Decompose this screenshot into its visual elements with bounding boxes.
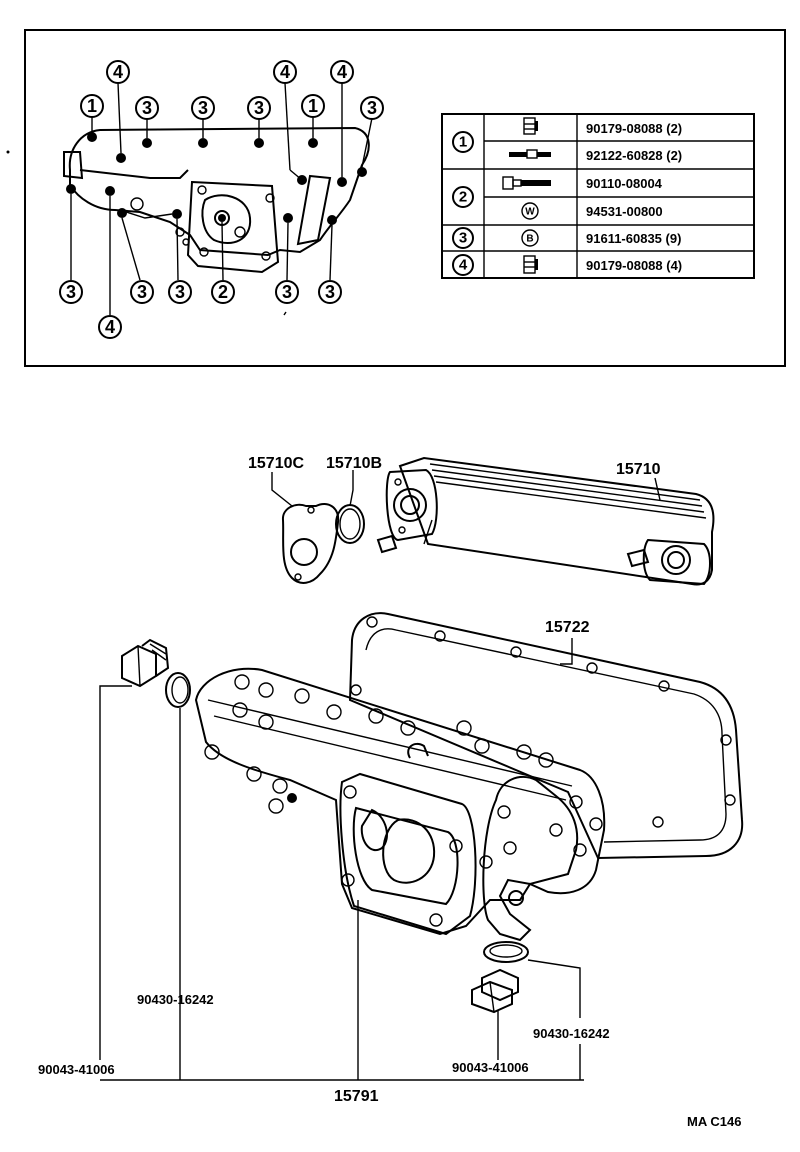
svg-text:3: 3 [142,98,152,118]
callout-1: 1 [301,94,325,118]
legend-part: 90179-08088 (2) [586,121,682,136]
callout-3: 3 [318,280,342,304]
part-leaders [99,470,661,1081]
legend-part: 92122-60828 (2) [586,148,682,163]
svg-text:3: 3 [137,282,147,302]
svg-text:3: 3 [325,282,335,302]
callout-3: 3 [191,96,215,120]
svg-text:4: 4 [105,317,115,337]
legend-ref-3: 3 [452,227,474,249]
svg-text:3: 3 [367,98,377,118]
svg-text:3: 3 [198,98,208,118]
svg-text:2: 2 [459,189,467,206]
callout-3: 3 [275,280,299,304]
bolt-holes [66,132,367,225]
callout-3: 3 [59,280,83,304]
bolt-b-icon: B [521,229,539,247]
callout-4: 4 [106,60,130,84]
flange-bolt-icon [523,117,538,135]
legend-ref-2: 2 [452,186,474,208]
callout-4: 4 [98,315,122,339]
part-labels: 15710C 15710B 15710 15722 90430-16242 90… [38,455,741,1129]
callout-3: 3 [135,96,159,120]
part-label-15710c: 15710C [248,455,304,472]
svg-text:W: W [525,207,535,218]
callout-2: 2 [211,280,235,304]
svg-text:2: 2 [218,282,228,302]
legend-part: 94531-00800 [586,204,663,219]
svg-text:4: 4 [113,62,123,82]
legend-ref-1: 1 [452,131,474,153]
part-label-15710: 15710 [616,461,661,478]
svg-text:3: 3 [254,98,264,118]
oring-15710b [335,504,365,544]
washer-icon: W [521,202,539,220]
stud-bolt-icon [509,149,551,159]
hex-bolt-icon [502,176,551,190]
svg-text:1: 1 [87,96,97,116]
bolt-layout-panel [24,29,786,367]
flange-bolt-icon [523,255,538,274]
callout-1: 1 [80,94,104,118]
drain-plug-right [471,968,519,1014]
callout-leaders [70,82,373,315]
part-label-15791: 15791 [334,1088,379,1105]
callout-4: 4 [273,60,297,84]
svg-text:4: 4 [337,62,347,82]
cover-15791 [194,667,606,942]
legend-ref-4: 4 [452,254,474,276]
svg-text:B: B [526,234,533,245]
oil-cooler-15710 [376,456,715,586]
callout-3: 3 [360,96,384,120]
legend-part: 90179-08088 (4) [586,258,682,273]
svg-text:3: 3 [175,282,185,302]
drain-plug-left [121,638,170,688]
callout-3: 3 [247,96,271,120]
svg-text:1: 1 [459,134,467,151]
part-label-15722: 15722 [545,619,590,636]
washer-left [165,672,191,708]
svg-text:4: 4 [459,257,468,274]
part-label-90043-right: 90043-41006 [452,1060,529,1075]
housing-outline-inset [63,126,370,274]
callout-3: 3 [168,280,192,304]
svg-text:4: 4 [280,62,290,82]
callout-3: 3 [130,280,154,304]
svg-text:3: 3 [459,230,467,247]
legend-part: 91611-60835 (9) [586,231,681,246]
svg-text:3: 3 [282,282,292,302]
part-label-90430-right: 90430-16242 [533,1026,610,1041]
part-label-15710b: 15710B [326,455,382,472]
part-label-90430-left: 90430-16242 [137,992,214,1007]
legend-table: 1 2 3 4 W B 90179-08088 (2) 92122-60828 … [441,113,755,279]
gasket-15710c [281,503,340,584]
callouts: 1 3 3 3 1 3 4 4 4 3 3 3 2 3 3 4 [59,60,384,339]
svg-text:1: 1 [308,96,318,116]
legend-part: 90110-08004 [586,176,663,191]
svg-text:3: 3 [66,282,76,302]
figure-code: MA C146 [687,1114,741,1129]
cover-gasket-15722 [348,612,744,860]
washer-right [483,941,529,963]
part-label-90043-left: 90043-41006 [38,1062,115,1077]
callout-4: 4 [330,60,354,84]
